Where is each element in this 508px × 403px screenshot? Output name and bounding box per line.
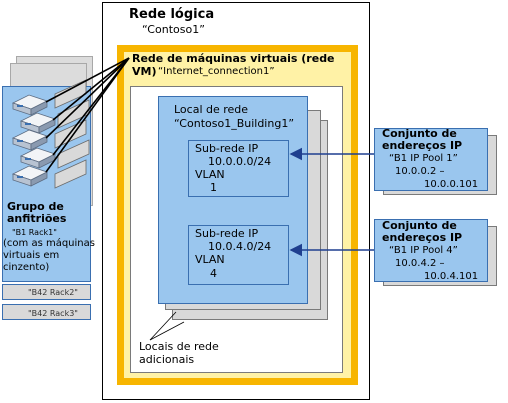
ip-pool-2-range-start: 10.0.4.2 –	[395, 258, 445, 269]
additional-sites-line1: Locais de rede	[139, 340, 219, 353]
ip-pool-1-range-start: 10.0.0.2 –	[395, 166, 445, 177]
additional-sites-line2: adicionais	[139, 353, 195, 366]
subnet-1-vlan: 1	[210, 181, 217, 194]
subnet-2-vlan: 4	[210, 267, 217, 280]
ip-pool-2-name: “B1 IP Pool 4”	[389, 245, 458, 256]
rack-box-rack3	[2, 304, 91, 320]
ip-pool-2-range-end: 10.0.4.101	[424, 271, 479, 282]
ip-pool-1-range-end: 10.0.0.101	[424, 179, 479, 190]
subnet-1-value: 10.0.0.0/24	[208, 155, 272, 168]
host-group-title-1: Grupo de	[7, 200, 64, 213]
vm-network-name: “Internet_connection1”	[158, 66, 275, 77]
ip-pool-2-title-1: Conjunto de	[382, 219, 457, 232]
rack-label-rack2: "B42 Rack2"	[28, 288, 78, 297]
rack-label-rack3: "B42 Rack3"	[28, 309, 78, 318]
host-group-note-1: (com as máquinas	[3, 238, 95, 249]
logical-network-title: Rede lógica	[129, 7, 215, 22]
ip-pool-2-title-2: endereços IP	[382, 231, 463, 244]
ip-pool-box-1	[374, 128, 488, 191]
network-site-label: Local de rede	[174, 103, 249, 116]
ip-pool-box-2	[374, 219, 488, 282]
subnet-1-label: Sub-rede IP	[195, 142, 259, 155]
rack-box-rack2	[2, 284, 91, 300]
subnet-box-2	[188, 225, 289, 285]
subnet-1-vlan-label: VLAN	[195, 168, 225, 181]
subnet-2-label: Sub-rede IP	[195, 227, 259, 240]
vm-network-title-2: VM)	[132, 65, 157, 78]
subnet-box-1	[188, 140, 289, 197]
host-group-title-2: anfitriões	[7, 212, 67, 225]
network-site-name: “Contoso1_Building1”	[174, 117, 295, 130]
vm-network-title-1: Rede de máquinas virtuais (rede	[132, 52, 335, 65]
subnet-2-vlan-label: VLAN	[195, 253, 225, 266]
host-group-name: "B1 Rack1"	[12, 228, 57, 237]
logical-network-name: “Contoso1”	[142, 23, 205, 36]
ip-pool-1-title-2: endereços IP	[382, 139, 463, 152]
host-group-note-3: cinzento)	[3, 262, 50, 273]
host-group-note-2: virtuais em	[3, 250, 60, 261]
ip-pool-1-title-1: Conjunto de	[382, 127, 457, 140]
subnet-2-value: 10.0.4.0/24	[208, 240, 272, 253]
ip-pool-1-name: “B1 IP Pool 1”	[389, 153, 458, 164]
